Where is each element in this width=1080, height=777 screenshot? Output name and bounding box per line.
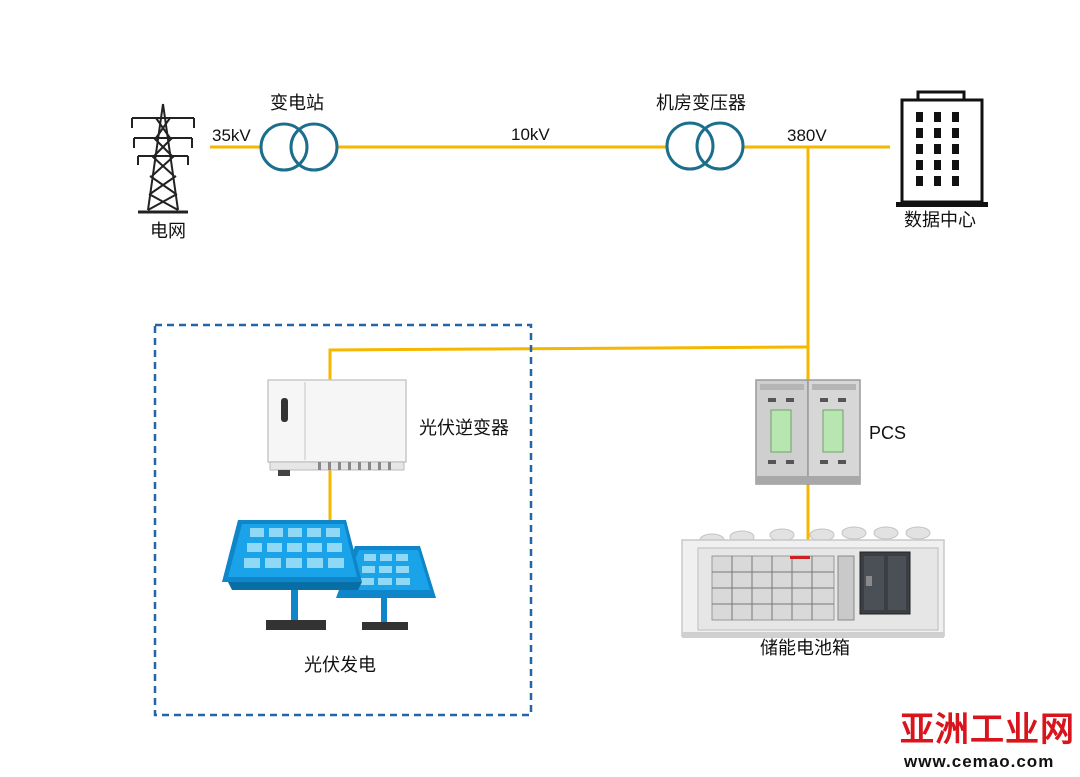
watermark-url: www.cemao.com [904,752,1055,771]
pcs-cabinet-icon [755,379,861,485]
pv-generation-label: 光伏发电 [304,655,376,676]
voltage-380v-label: 380V [787,126,827,145]
substation-transformer-icon [259,122,339,172]
transmission-tower-icon [131,103,195,214]
pv-inverter-label: 光伏逆变器 [419,418,509,439]
line-bus-inverter [328,345,809,382]
grid-label: 电网 [150,221,186,242]
pv-inverter-icon [267,379,407,476]
battery-container-icon [681,526,945,638]
pcs-label: PCS [869,423,907,443]
voltage-35kv-label: 35kV [212,126,251,145]
substation-label: 变电站 [270,93,324,114]
datacenter-building-icon [896,90,988,207]
battery-label: 储能电池箱 [760,638,850,659]
watermark-logo: 亚洲工业网 [900,710,1075,750]
room-transformer-label: 机房变压器 [656,93,746,114]
solar-panel-icon [222,520,436,630]
room-transformer-icon [665,121,745,171]
power-lines [210,145,890,540]
voltage-10kv-label: 10kV [511,125,550,144]
pv-system-boundary [153,323,533,717]
datacenter-label: 数据中心 [904,210,976,231]
